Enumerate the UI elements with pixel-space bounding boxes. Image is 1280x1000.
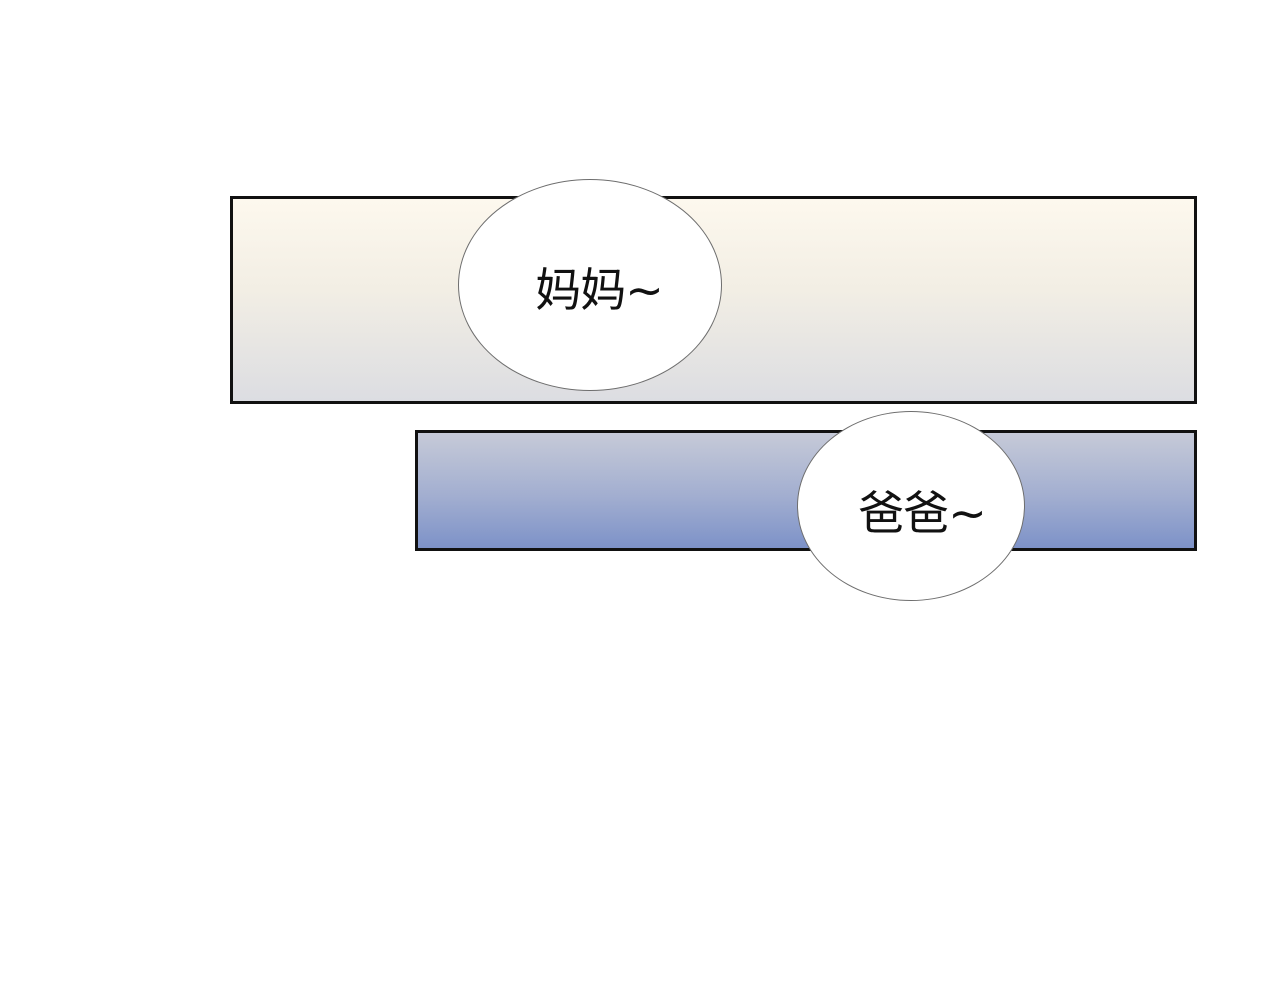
- speech-bubble-dad: 爸爸~: [797, 411, 1025, 601]
- speech-bubble-mom-text: 妈妈~: [535, 263, 664, 317]
- speech-bubble-dad-text: 爸爸~: [858, 486, 987, 540]
- speech-bubble-mom: 妈妈~: [458, 179, 722, 391]
